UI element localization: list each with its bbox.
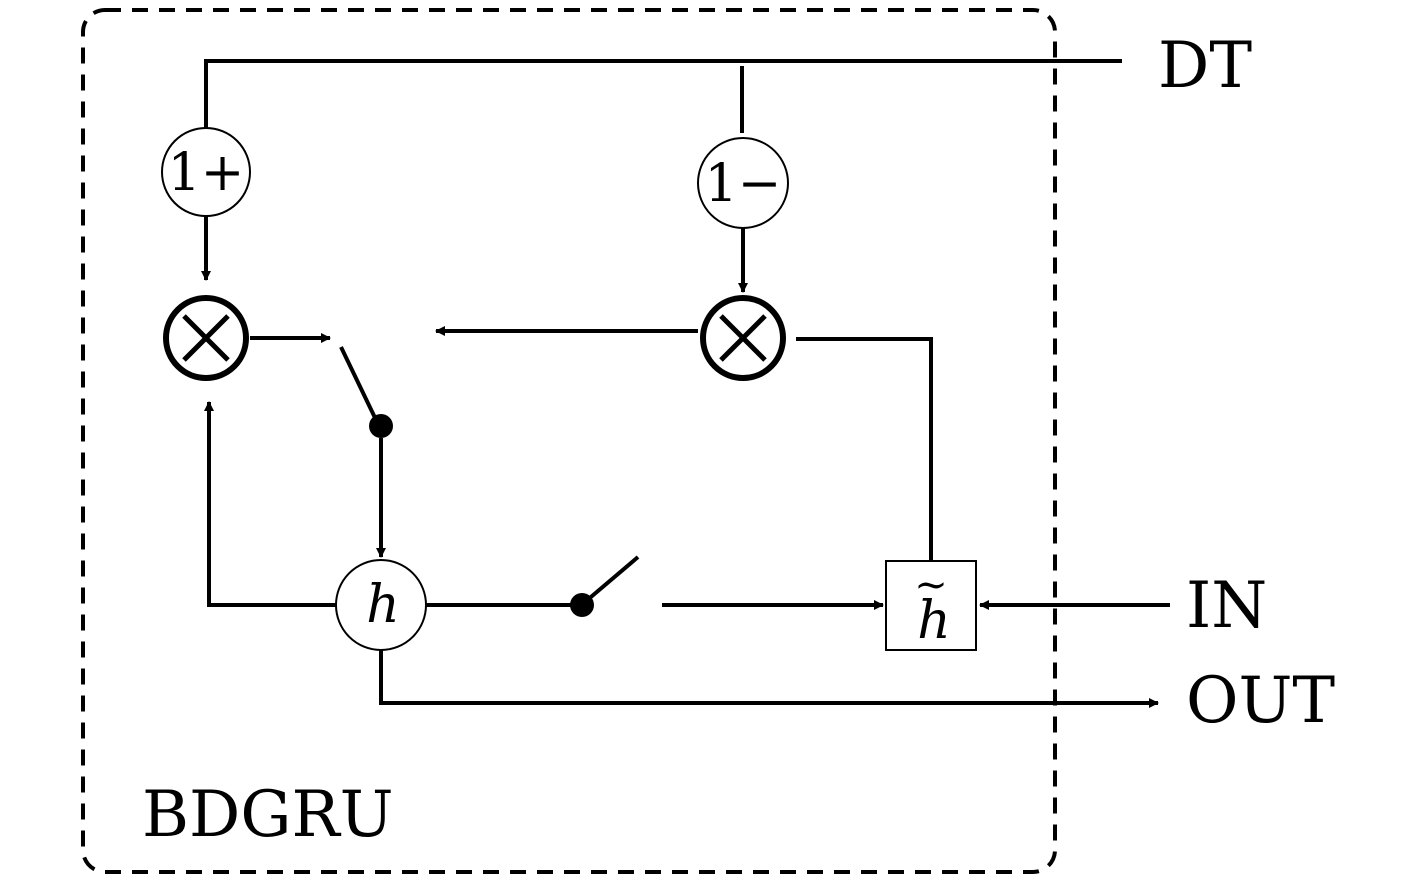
port-in-label: IN bbox=[1186, 569, 1267, 643]
one-plus-label: 1+ bbox=[168, 143, 245, 203]
multiply-node-left bbox=[163, 295, 249, 381]
switch-bottom-arm bbox=[583, 555, 640, 604]
switch-top-arm bbox=[339, 346, 380, 425]
port-dt-label: DT bbox=[1158, 29, 1252, 103]
candidate-state-box bbox=[885, 560, 977, 651]
port-out-label: OUT bbox=[1186, 664, 1335, 738]
mult-right-to-candidate bbox=[796, 337, 933, 560]
candidate-state-label: h bbox=[917, 591, 951, 651]
one-minus-label: 1− bbox=[705, 154, 782, 214]
dt-line bbox=[204, 59, 1122, 128]
hidden-state-label: h bbox=[366, 575, 400, 635]
h-feedback-line bbox=[204, 401, 336, 607]
candidate-accent: ~ bbox=[914, 562, 948, 608]
arrow-h-to-out bbox=[379, 650, 1159, 708]
block-label: BDGRU bbox=[142, 778, 394, 852]
switch-top-pivot bbox=[369, 414, 393, 438]
multiply-node-right bbox=[700, 295, 786, 381]
block-boundary bbox=[81, 8, 1057, 874]
